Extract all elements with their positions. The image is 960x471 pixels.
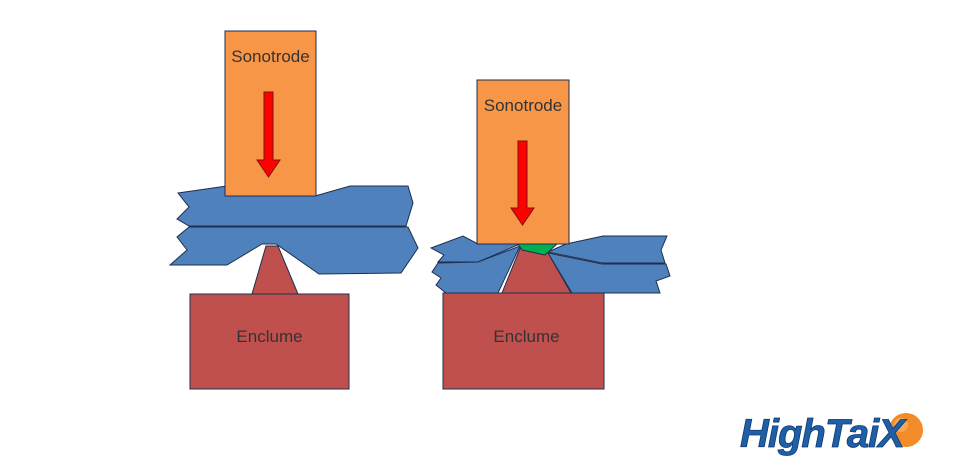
left-sonotrode-label: Sonotrode (231, 47, 309, 66)
right-right-upper-sheet (546, 235, 668, 264)
left-anvil-base (189, 293, 350, 390)
left-lower-sheet (168, 226, 419, 275)
right-assembly: Sonotrode Enclume (429, 79, 671, 390)
hightaix-logo: HighTaiX (740, 412, 923, 456)
right-sonotrode-label: Sonotrode (484, 96, 562, 115)
left-pressure-arrow (256, 91, 281, 178)
right-left-lower-sheet (431, 245, 521, 294)
left-assembly: Sonotrode Enclume (168, 30, 419, 390)
left-anvil-label: Enclume (236, 327, 302, 346)
right-left-upper-sheet (429, 235, 521, 263)
right-pressure-arrow (510, 140, 535, 226)
logo-text: HighTaiX (740, 412, 907, 456)
right-right-lower-sheet (546, 252, 671, 294)
right-anvil-base (442, 292, 605, 390)
right-anvil-label: Enclume (493, 327, 559, 346)
